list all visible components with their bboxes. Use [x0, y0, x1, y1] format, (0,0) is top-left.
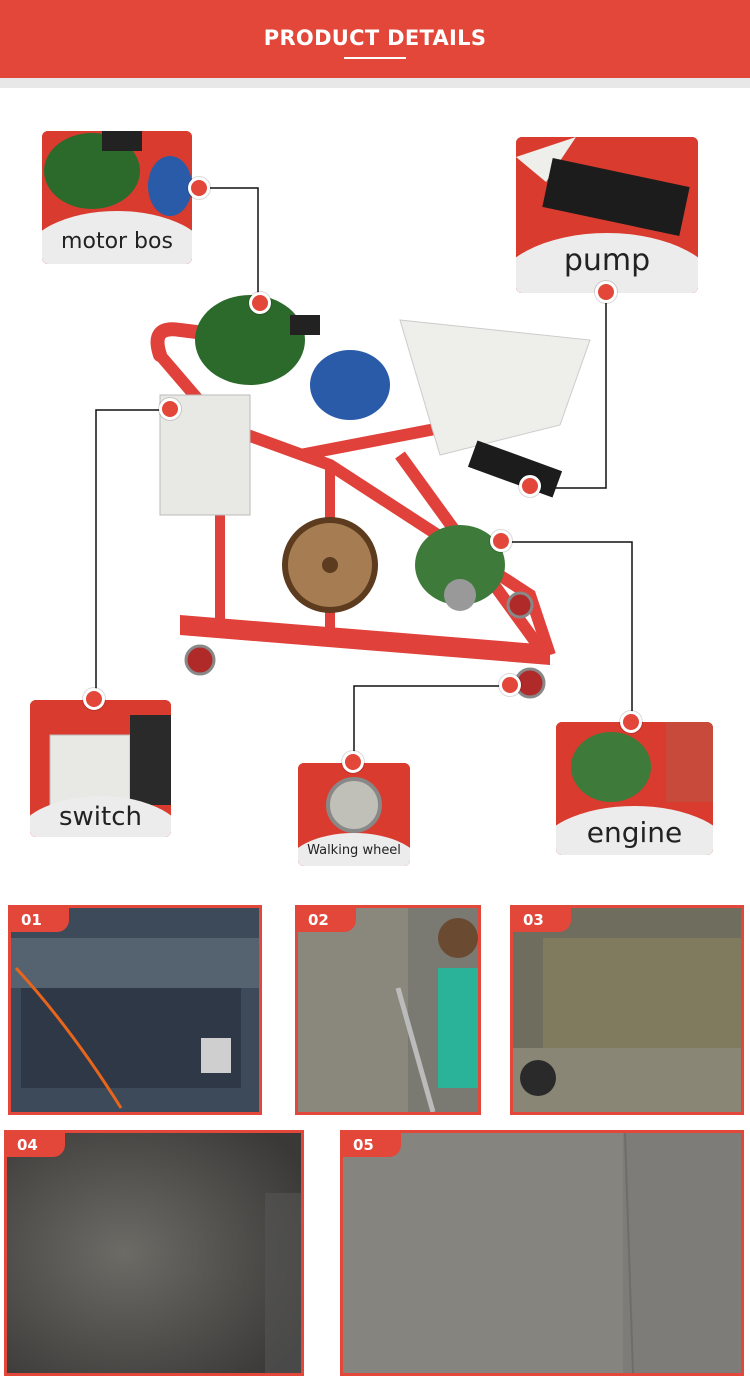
marker-dot	[519, 475, 541, 497]
marker-dot	[188, 177, 210, 199]
marker-dot	[595, 281, 617, 303]
marker-dot	[342, 751, 364, 773]
step-photo-03: 03	[510, 905, 744, 1115]
callout-label: switch	[58, 802, 142, 832]
callout-label: Walking wheel	[307, 843, 401, 858]
step-photo-04: 04	[4, 1130, 304, 1376]
header-divider	[0, 78, 750, 88]
marker-dot	[620, 711, 642, 733]
page-title: PRODUCT DETAILS	[263, 26, 487, 50]
callout-motor: motor bos	[42, 131, 192, 264]
step-number: 05	[343, 1133, 401, 1157]
sprayed-wall-photo	[513, 908, 741, 1112]
marker-dot	[83, 688, 105, 710]
callout-pump: pump	[516, 137, 698, 293]
caption-backdrop	[30, 796, 171, 837]
spraying-photo	[298, 908, 478, 1112]
caption-backdrop	[42, 211, 192, 264]
step-photo-02: 02	[295, 905, 481, 1115]
header-banner: PRODUCT DETAILS	[0, 0, 750, 78]
callout-label: engine	[586, 816, 683, 849]
step-number: 02	[298, 908, 356, 932]
callout-switch: switch	[30, 700, 171, 837]
marker-dot	[159, 398, 181, 420]
step-photo-01: 01	[8, 905, 262, 1115]
marker-dot	[499, 674, 521, 696]
callout-label: pump	[563, 243, 651, 278]
finished-wall-photo	[343, 1133, 741, 1373]
caption-backdrop	[556, 806, 713, 855]
callout-label: motor bos	[61, 229, 173, 254]
callout-walking-wheel: Walking wheel	[298, 763, 410, 866]
step-number: 01	[11, 908, 69, 932]
marker-dot	[490, 530, 512, 552]
step-number: 04	[7, 1133, 65, 1157]
hopper-photo	[11, 908, 259, 1112]
textured-wall-photo	[7, 1133, 301, 1373]
plastering-machine-illustration	[150, 295, 591, 699]
step-number: 03	[513, 908, 571, 932]
marker-dot	[249, 292, 271, 314]
caption-backdrop	[298, 833, 410, 866]
step-photo-05: 05	[340, 1130, 744, 1376]
title-underline	[344, 57, 406, 59]
callout-engine: engine	[556, 722, 713, 855]
